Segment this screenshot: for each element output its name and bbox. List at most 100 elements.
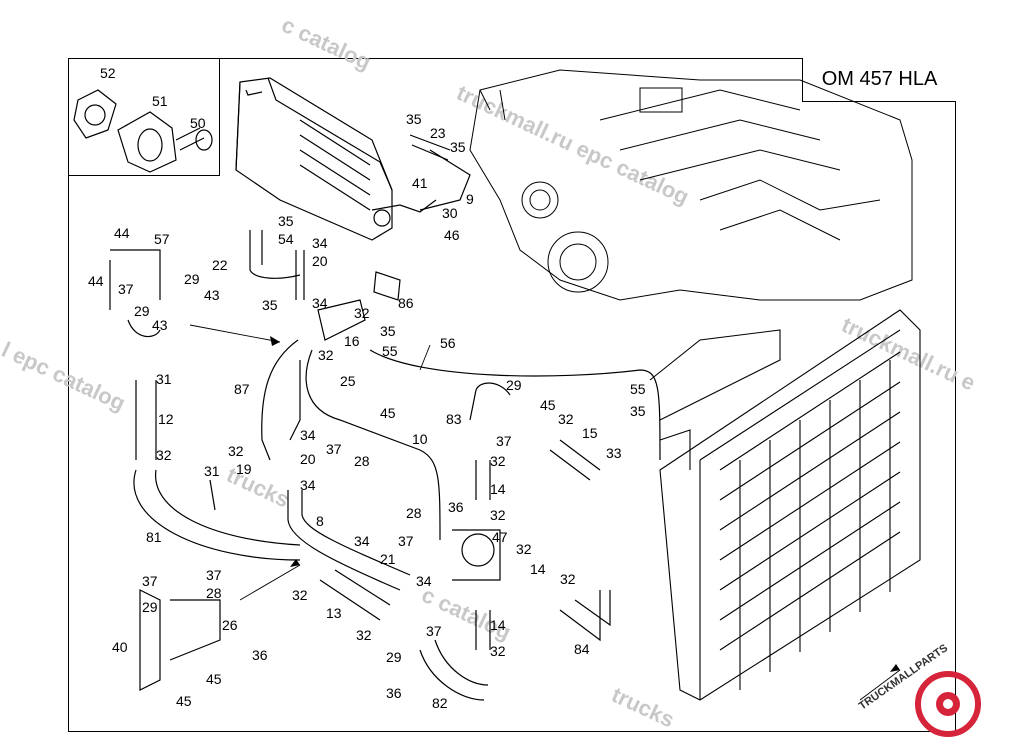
- callout-37: 37: [398, 533, 414, 549]
- callout-37: 37: [496, 433, 512, 449]
- callout-34: 34: [312, 295, 328, 311]
- callout-14: 14: [490, 617, 506, 633]
- vent-line-55: [369, 349, 661, 461]
- callout-37: 37: [118, 281, 134, 297]
- callout-44: 44: [88, 273, 104, 289]
- callout-54: 54: [278, 231, 294, 247]
- hose-8: [287, 490, 411, 591]
- callout-35: 35: [406, 111, 422, 127]
- callout-43: 43: [152, 317, 168, 333]
- part-31-small: [209, 479, 216, 511]
- engine-title-box: OM 457 HLA: [802, 58, 956, 102]
- hose-20: [261, 230, 305, 300]
- callout-14: 14: [530, 561, 546, 577]
- callout-35: 35: [278, 213, 294, 229]
- callout-14: 14: [490, 481, 506, 497]
- callout-32: 32: [228, 443, 244, 459]
- watermark-upper: truckmall.ru epc catalog: [453, 80, 693, 210]
- callout-34: 34: [354, 533, 370, 549]
- callout-52: 52: [100, 65, 116, 81]
- hoses-drawing: [109, 134, 661, 701]
- gasket-hole: [84, 104, 106, 126]
- callout-40: 40: [112, 639, 128, 655]
- callout-29: 29: [134, 303, 150, 319]
- callout-32: 32: [354, 305, 370, 321]
- callout-9: 9: [466, 191, 474, 207]
- bolt-shank: [175, 127, 205, 151]
- hose-84: [559, 590, 611, 642]
- callout-87: 87: [234, 381, 250, 397]
- callout-29: 29: [142, 599, 158, 615]
- thermostat-47: [461, 533, 495, 567]
- callout-83: 83: [446, 411, 462, 427]
- callout-41: 41: [412, 175, 428, 191]
- callout-82: 82: [432, 695, 448, 711]
- callout-47: 47: [492, 529, 508, 545]
- drawing-frame: [68, 58, 956, 732]
- hose-81: [133, 469, 301, 561]
- callout-29: 29: [386, 649, 402, 665]
- hose-15: [549, 439, 601, 481]
- hose-14-upper: [475, 460, 491, 500]
- callout-32: 32: [490, 643, 506, 659]
- callout-36: 36: [252, 647, 268, 663]
- inset-detail-drawing: [73, 89, 213, 173]
- bracket-57: [109, 249, 161, 310]
- callout-16: 16: [344, 333, 360, 349]
- hose-22: [249, 230, 301, 279]
- expansion-tank-drawing: [235, 77, 437, 241]
- leader-87-arrow: [189, 324, 281, 343]
- callout-44: 44: [114, 225, 130, 241]
- logo-gear-icon: [915, 671, 981, 737]
- callout-37: 37: [326, 441, 342, 457]
- watermark-right: truckmall.ru e: [838, 312, 979, 396]
- callout-23: 23: [430, 125, 446, 141]
- callout-20: 20: [300, 451, 316, 467]
- callout-56: 56: [440, 335, 456, 351]
- elbow-flange: [117, 111, 177, 173]
- callout-57: 57: [154, 231, 170, 247]
- watermark-left: l epc catalog: [0, 337, 129, 416]
- callout-37: 37: [426, 623, 442, 639]
- callout-32: 32: [318, 347, 334, 363]
- part-16: [317, 299, 366, 341]
- callout-13: 13: [326, 605, 342, 621]
- leader-lines: [189, 324, 901, 701]
- engine-title: OM 457 HLA: [821, 68, 938, 90]
- callout-35: 35: [380, 323, 396, 339]
- gasket-shape: [73, 89, 117, 139]
- callout-22: 22: [212, 257, 228, 273]
- callout-28: 28: [406, 505, 422, 521]
- watermark-top: c catalog: [278, 12, 375, 75]
- part-23: [409, 134, 451, 161]
- leader-81-arrow: [239, 564, 301, 601]
- callout-84: 84: [574, 641, 590, 657]
- callout-29: 29: [506, 377, 522, 393]
- callout-45: 45: [380, 405, 396, 421]
- callout-51: 51: [152, 93, 168, 109]
- detail-inset-frame: [68, 58, 220, 176]
- truckmallparts-logo: TRUCKMALLPARTS: [857, 642, 981, 737]
- callout-21: 21: [380, 551, 396, 567]
- part-86: [373, 271, 401, 301]
- callout-10: 10: [412, 431, 428, 447]
- callout-46: 46: [444, 227, 460, 243]
- callout-32: 32: [516, 541, 532, 557]
- callout-8: 8: [316, 513, 324, 529]
- callout-28: 28: [206, 585, 222, 601]
- callout-36: 36: [386, 685, 402, 701]
- callout-32: 32: [292, 587, 308, 603]
- callout-labels: 52 51 50 35 23 35 41 9 30 46 35 54 34 22…: [88, 65, 646, 711]
- radiator-drawing: [649, 309, 921, 701]
- callout-25: 25: [340, 373, 356, 389]
- callout-34: 34: [312, 235, 328, 251]
- callout-20: 20: [312, 253, 328, 269]
- callout-30: 30: [442, 205, 458, 221]
- callout-32: 32: [560, 571, 576, 587]
- hose-13: [319, 569, 391, 621]
- callout-32: 32: [490, 453, 506, 469]
- callout-81: 81: [146, 529, 162, 545]
- callout-35: 35: [630, 403, 646, 419]
- callout-31: 31: [156, 371, 172, 387]
